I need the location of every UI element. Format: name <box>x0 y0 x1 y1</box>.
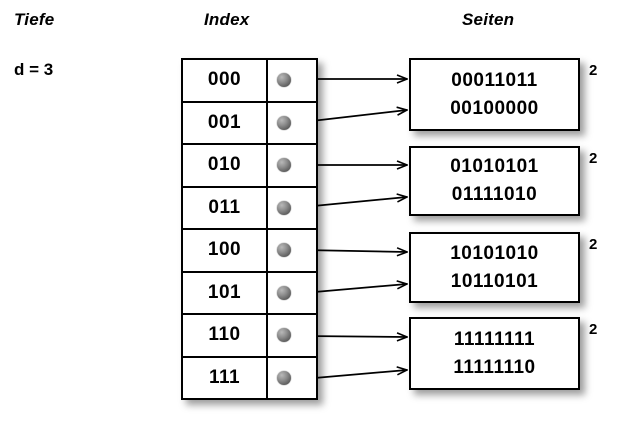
page-record-line: 11111111 <box>453 328 536 350</box>
pointer-dot-icon <box>277 370 291 385</box>
index-key-cell: 110 <box>183 315 268 356</box>
pointer-dot-icon <box>277 200 291 215</box>
pointer-dot-icon <box>277 285 291 300</box>
arrow-110-to-page-4 <box>302 336 407 337</box>
index-row[interactable]: 110 <box>183 315 316 358</box>
page-record-line: 10101010 <box>450 242 539 264</box>
page-record-line: 01010101 <box>450 156 539 178</box>
page-count-label: 2 <box>589 236 598 253</box>
index-key-cell: 010 <box>183 145 268 186</box>
index-pointer-cell[interactable] <box>268 230 316 271</box>
column-header-depth: Tiefe <box>14 10 55 29</box>
index-key-cell: 111 <box>183 357 268 398</box>
page-box[interactable]: 11111111 11111110 <box>409 317 580 390</box>
arrow-011-to-page-2 <box>302 197 407 208</box>
index-pointer-cell[interactable] <box>268 60 316 101</box>
pointer-dot-icon <box>277 115 291 130</box>
page-count-label: 2 <box>589 321 598 338</box>
column-header-index: Index <box>204 10 250 29</box>
index-key-cell: 000 <box>183 60 268 101</box>
index-pointer-cell[interactable] <box>268 188 316 229</box>
page-box[interactable]: 01010101 01111010 <box>409 146 580 216</box>
pointer-dot-icon <box>277 73 291 88</box>
index-row[interactable]: 100 <box>183 230 316 273</box>
pointer-dot-icon <box>277 158 291 173</box>
index-row[interactable]: 001 <box>183 102 316 145</box>
index-key-cell: 100 <box>183 230 268 271</box>
arrow-101-to-page-3 <box>302 284 407 294</box>
index-pointer-cell[interactable] <box>268 358 316 399</box>
column-header-pages: Seiten <box>462 10 515 29</box>
pointer-dot-icon <box>277 243 291 258</box>
page-record-line: 11111110 <box>453 356 536 378</box>
index-key-cell: 101 <box>183 272 268 313</box>
page-count-label: 2 <box>589 62 598 79</box>
index-row[interactable]: 111 <box>183 357 316 399</box>
index-key-cell: 001 <box>183 102 268 143</box>
page-box[interactable]: 10101010 10110101 <box>409 232 580 303</box>
index-row[interactable]: 010 <box>183 145 316 188</box>
page-record-line: 01111010 <box>451 184 538 205</box>
index-row[interactable]: 101 <box>183 272 316 315</box>
index-row[interactable]: 011 <box>183 187 316 230</box>
index-pointer-cell[interactable] <box>268 103 316 144</box>
page-record-line: 00011011 <box>451 69 538 91</box>
index-pointer-cell[interactable] <box>268 315 316 356</box>
pointer-dot-icon <box>277 328 291 343</box>
page-count-label: 2 <box>589 150 598 167</box>
index-pointer-cell[interactable] <box>268 273 316 314</box>
page-box[interactable]: 00011011 00100000 <box>409 58 580 131</box>
index-row[interactable]: 000 <box>183 60 316 103</box>
index-key-cell: 011 <box>183 187 268 228</box>
page-record-line: 00100000 <box>450 97 539 119</box>
depth-value-label: d = 3 <box>14 60 54 79</box>
arrow-111-to-page-4 <box>302 370 407 380</box>
page-record-line: 10110101 <box>450 270 539 292</box>
index-pointer-cell[interactable] <box>268 145 316 186</box>
arrow-100-to-page-3 <box>302 250 407 252</box>
arrow-001-to-page-1 <box>302 110 407 123</box>
